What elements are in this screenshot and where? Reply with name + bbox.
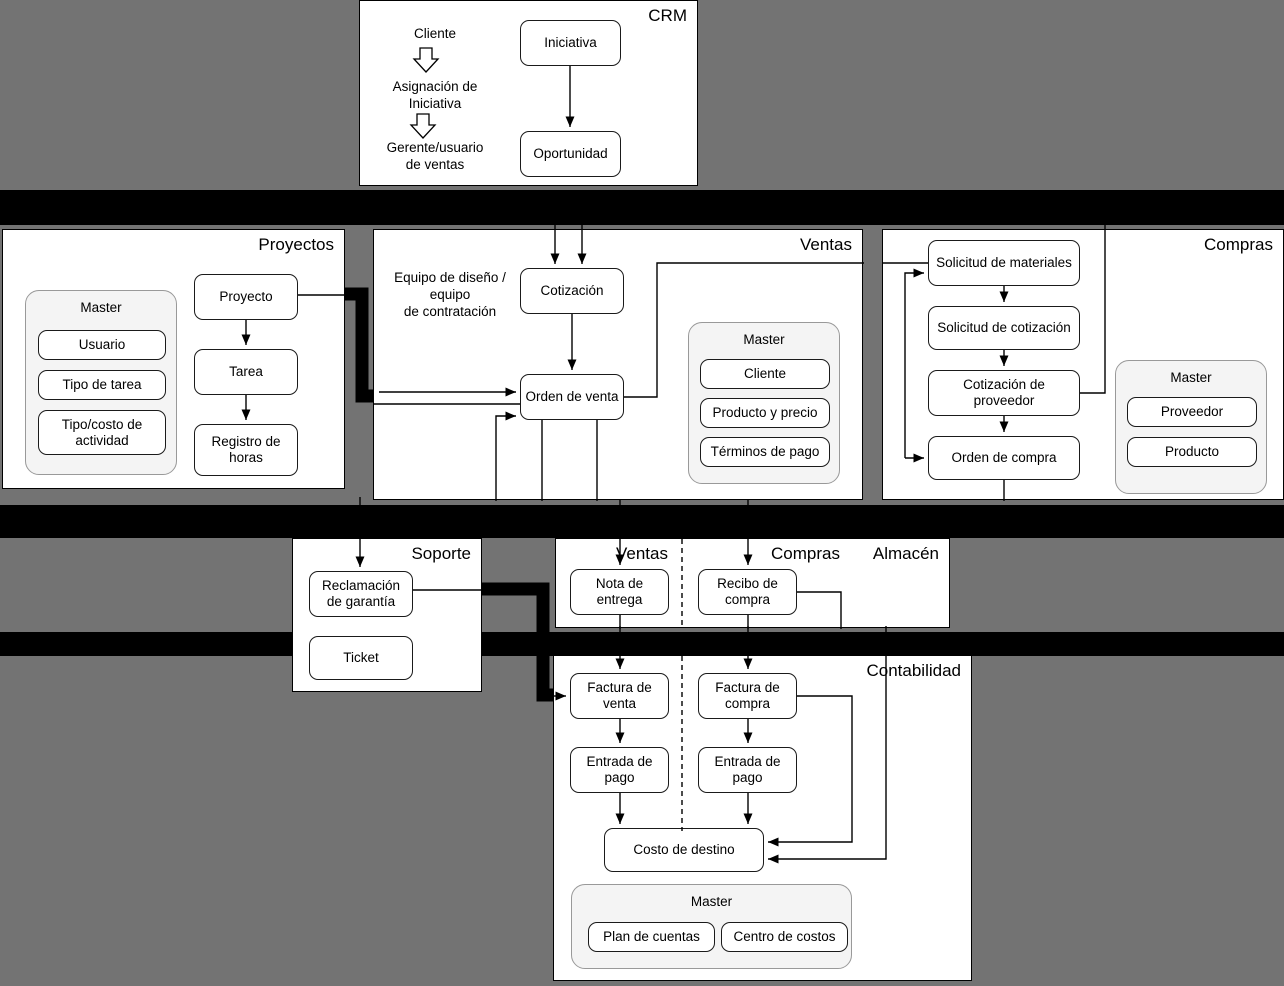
node-ticket[interactable]: Ticket (309, 636, 413, 680)
master-item-producto[interactable]: Producto (1127, 437, 1257, 467)
panel-proyectos: Proyectos Master Usuario Tipo de tarea T… (2, 229, 363, 489)
panel-subtitle-almacen-compras: Compras (771, 544, 840, 563)
node-entrada-de-pago-venta[interactable]: Entrada de pago (570, 747, 669, 793)
node-orden-de-venta[interactable]: Orden de venta (520, 374, 624, 420)
node-factura-de-compra[interactable]: Factura de compra (698, 673, 797, 719)
node-entrada-de-pago-compra[interactable]: Entrada de pago (698, 747, 797, 793)
master-ventas-label: Master (743, 332, 785, 347)
arrow-loop-into-solicitud-materiales (904, 268, 924, 458)
node-cotizacion[interactable]: Cotización (520, 268, 624, 314)
node-cotizacion-de-proveedor[interactable]: Cotización de proveedor (928, 370, 1080, 416)
node-solicitud-de-materiales[interactable]: Solicitud de materiales (928, 240, 1080, 286)
panel-crm: CRM Cliente Asignación de Iniciativa Ger… (359, 0, 698, 186)
master-item-usuario[interactable]: Usuario (38, 330, 166, 360)
node-nota-de-entrega[interactable]: Nota de entrega (570, 569, 669, 615)
arrow-loopback-into-orden (495, 411, 516, 501)
line-top-into-cotizacion-proveedor (1080, 200, 1106, 394)
panel-ventas: Ventas Equipo de diseño / equipo de cont… (373, 200, 864, 501)
master-item-centro-de-costos[interactable]: Centro de costos (721, 922, 848, 952)
block-arrow-cliente-asignacion (412, 47, 440, 73)
master-item-tipo-costo-actividad[interactable]: Tipo/costo de actividad (38, 410, 166, 455)
separator-band-1 (0, 190, 1284, 225)
panel-almacen: Almacén Ventas Compras Nota de entrega R… (555, 499, 950, 629)
node-solicitud-de-cotizacion[interactable]: Solicitud de cotización (928, 306, 1080, 350)
crm-role-gerente: Gerente/usuario de ventas (386, 140, 484, 172)
node-costo-de-destino[interactable]: Costo de destino (604, 828, 764, 872)
block-arrow-asignacion-gerente (409, 113, 437, 139)
master-item-cliente[interactable]: Cliente (700, 359, 830, 389)
node-factura-de-venta[interactable]: Factura de venta (570, 673, 669, 719)
master-item-plan-de-cuentas[interactable]: Plan de cuentas (588, 922, 715, 952)
master-contabilidad-label: Master (690, 894, 733, 909)
master-item-producto-y-precio[interactable]: Producto y precio (700, 398, 830, 428)
node-oportunidad[interactable]: Oportunidad (520, 131, 621, 177)
line-recibo-compra-right (797, 591, 842, 629)
crm-role-asignacion: Asignación de Iniciativa (392, 79, 478, 111)
master-compras-label: Master (1170, 370, 1212, 385)
node-orden-de-compra[interactable]: Orden de compra (928, 436, 1080, 480)
panel-title-compras: Compras (1204, 235, 1273, 254)
crm-role-cliente: Cliente (413, 26, 457, 41)
panel-contabilidad: Contabilidad Factura de venta Factura de… (553, 626, 972, 981)
panel-title-contabilidad: Contabilidad (866, 661, 961, 680)
panel-soporte: Soporte Reclamación de garantía Ticket (292, 497, 483, 692)
panel-title-almacen: Almacén (872, 544, 939, 563)
panel-subtitle-almacen-ventas: Ventas (616, 544, 668, 563)
separator-band-2 (0, 505, 1284, 538)
ventas-role-equipo: Equipo de diseño / equipo de contratació… (394, 270, 506, 319)
master-item-terminos-de-pago[interactable]: Términos de pago (700, 437, 830, 467)
master-proyectos: Master Usuario Tipo de tarea Tipo/costo … (25, 290, 177, 475)
master-proyectos-label: Master (80, 300, 122, 315)
master-contabilidad: Master Plan de cuentas Centro de costos (571, 884, 852, 969)
master-item-tipo-de-tarea[interactable]: Tipo de tarea (38, 370, 166, 400)
node-iniciativa[interactable]: Iniciativa (520, 20, 621, 66)
node-proyecto[interactable]: Proyecto (194, 274, 298, 320)
node-tarea[interactable]: Tarea (194, 349, 298, 395)
master-compras: Master Proveedor Producto (1115, 360, 1267, 494)
panel-compras: Compras Solicitud de materiales Solicitu… (882, 200, 1284, 501)
node-registro-de-horas[interactable]: Registro de horas (194, 424, 298, 476)
master-ventas: Master Cliente Producto y precio Término… (688, 322, 840, 484)
node-reclamacion-de-garantia[interactable]: Reclamación de garantía (309, 571, 413, 617)
panel-title-crm: CRM (648, 6, 687, 25)
master-item-proveedor[interactable]: Proveedor (1127, 397, 1257, 427)
separator-band-3 (0, 632, 1284, 656)
panel-title-ventas: Ventas (800, 235, 852, 254)
panel-title-proyectos: Proyectos (258, 235, 334, 254)
node-recibo-de-compra[interactable]: Recibo de compra (698, 569, 797, 615)
panel-title-soporte: Soporte (411, 544, 471, 563)
